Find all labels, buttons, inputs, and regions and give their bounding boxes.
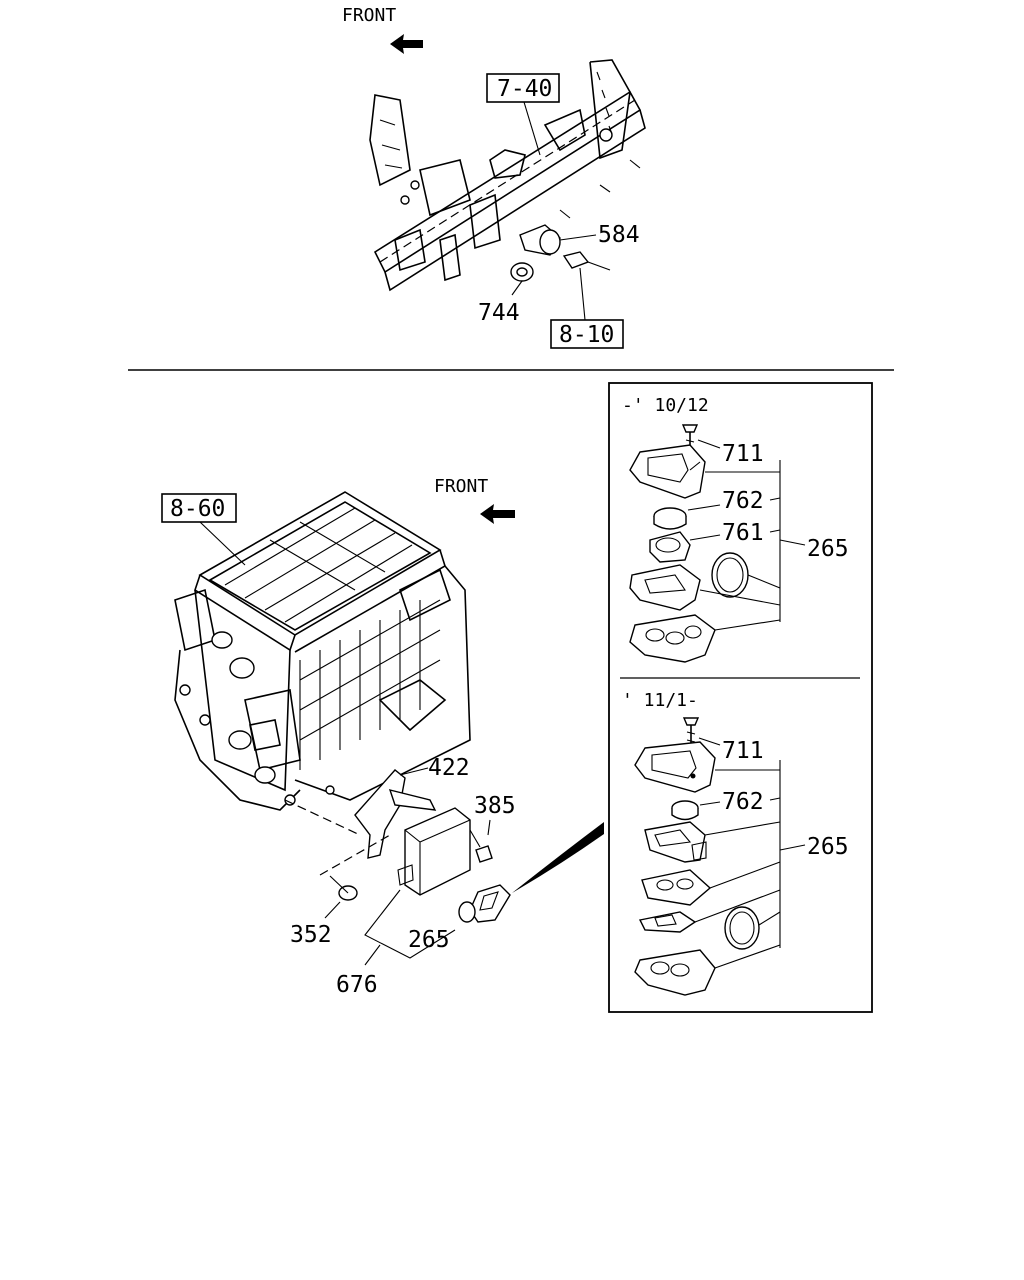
part-352-label: 352 [290,922,332,948]
ref-8-10-label: 8-10 [559,322,614,348]
screw-352-part [319,834,391,919]
part-385-label: 385 [474,793,516,819]
early-ring-part [711,552,781,598]
early-inner-part [649,531,721,563]
early-date-label: -' 10/12 [622,395,709,416]
top-view: FRONT 7-40 [342,5,646,349]
part-584-label: 584 [598,222,640,248]
early-part-762-label: 762 [722,488,764,514]
bolt-385-part [469,819,493,863]
main-view: FRONT 8-60 [161,476,604,998]
early-top-cover [629,444,780,499]
part-422-label: 422 [428,755,470,781]
main-front-arrow-icon [480,504,515,524]
ref-box-7-40 [486,73,560,103]
early-part-711-label: 711 [722,441,764,467]
inset-early: -' 10/12 711 762 761 [622,395,849,663]
late-bottom-case [634,944,781,996]
top-front-arrow-icon [390,34,423,54]
early-part-265-label: 265 [807,536,849,562]
late-circuit-board [638,889,781,933]
late-inner-frame [644,821,781,863]
early-button-cap [653,504,721,530]
early-mid-case [629,564,781,611]
part-265-label: 265 [408,927,450,953]
late-part-265-label: 265 [807,834,849,860]
ref-box-8-60 [161,493,237,523]
late-part-711-label: 711 [722,738,764,764]
early-bottom-case [629,614,781,663]
bracket-part [284,767,437,859]
part-744-label: 744 [478,300,520,326]
key-fob-part [458,822,604,923]
nut-part [510,262,534,296]
fob-callout-wedge [512,822,604,893]
control-module [397,807,471,896]
cross-member-beam [369,59,646,292]
late-tray-part [641,861,781,906]
connector-part [562,251,611,321]
inset-late: ' 11/1- 711 762 [622,690,849,996]
inset-box [608,382,873,1013]
top-front-label: FRONT [342,5,396,26]
ref-8-60-label: 8-60 [170,496,225,522]
early-part-761-label: 761 [722,520,764,546]
late-button-cap [671,800,721,821]
part-676-label: 676 [336,972,378,998]
main-front-label: FRONT [434,476,488,497]
ref-box-8-10 [550,319,624,349]
part-676-leader [364,889,456,959]
key-cylinder-part [519,224,597,256]
hvac-unit [174,491,471,811]
late-part-762-label: 762 [722,789,764,815]
late-date-label: ' 11/1- [622,690,698,711]
late-ring-part [724,906,781,950]
ref-7-40-label: 7-40 [497,76,552,102]
late-top-cover [634,741,780,793]
